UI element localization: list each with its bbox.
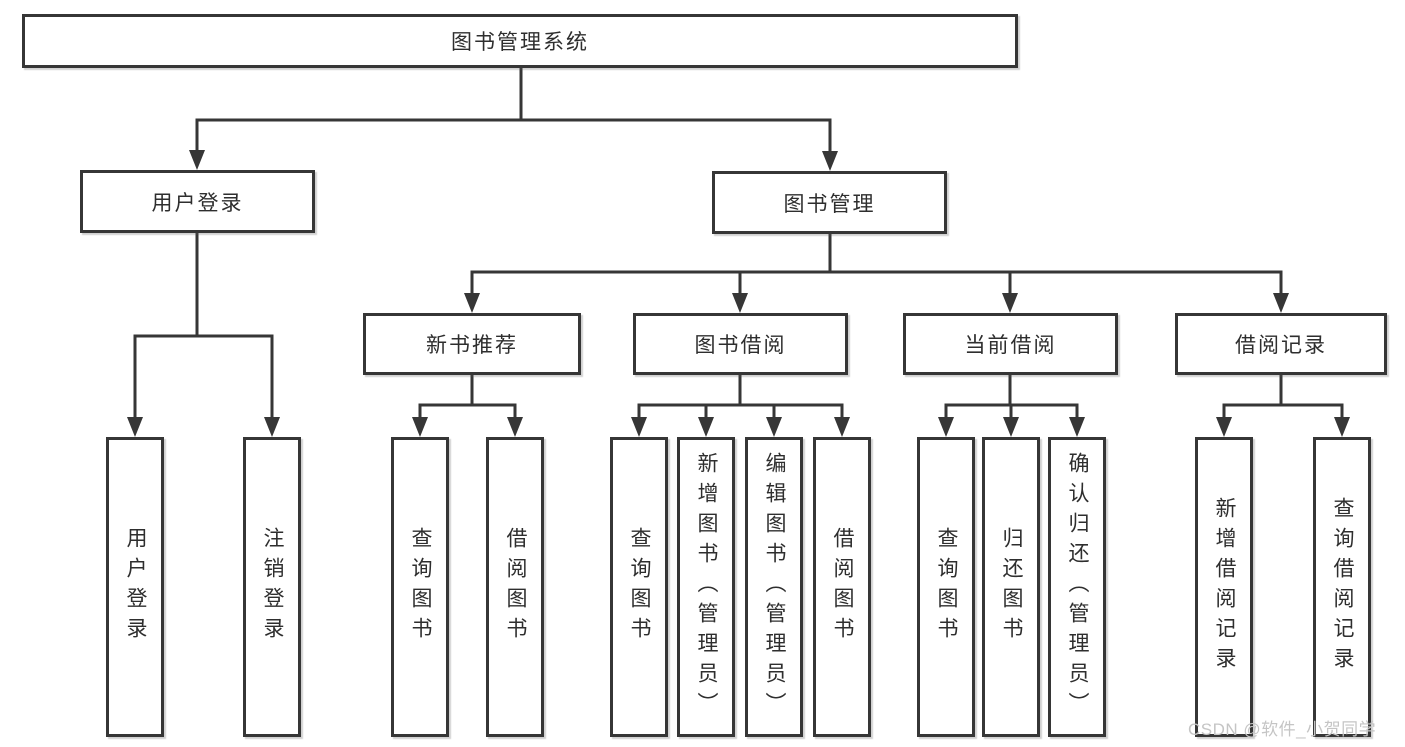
leaf-add-borrow-record: 新增借阅记录 bbox=[1195, 437, 1253, 737]
leaf-query-books-current: 查询图书 bbox=[917, 437, 975, 737]
leaf-query-books-borrowing: 查询图书 bbox=[610, 437, 668, 737]
node-library-management-system: 图书管理系统 bbox=[22, 14, 1018, 68]
node-new-book-recommendation: 新书推荐 bbox=[363, 313, 581, 375]
leaf-confirm-return-admin: 确认归还（管理员） bbox=[1048, 437, 1106, 737]
csdn-watermark: CSDN @软件_小贺同学 bbox=[1188, 720, 1377, 739]
leaf-user-login: 用户登录 bbox=[106, 437, 164, 737]
leaf-query-borrow-record: 查询借阅记录 bbox=[1313, 437, 1371, 737]
node-book-borrowing: 图书借阅 bbox=[633, 313, 848, 375]
leaf-return-books: 归还图书 bbox=[982, 437, 1040, 737]
leaf-query-books-recommendation: 查询图书 bbox=[391, 437, 449, 737]
leaf-logout: 注销登录 bbox=[243, 437, 301, 737]
node-current-borrowing: 当前借阅 bbox=[903, 313, 1118, 375]
node-borrowing-records: 借阅记录 bbox=[1175, 313, 1387, 375]
leaf-add-books-admin: 新增图书（管理员） bbox=[677, 437, 735, 737]
leaf-edit-books-admin: 编辑图书（管理员） bbox=[745, 437, 803, 737]
leaf-borrow-books-borrowing: 借阅图书 bbox=[813, 437, 871, 737]
node-user-login: 用户登录 bbox=[80, 170, 315, 233]
leaf-borrow-books-recommendation: 借阅图书 bbox=[486, 437, 544, 737]
node-book-management: 图书管理 bbox=[712, 171, 947, 234]
